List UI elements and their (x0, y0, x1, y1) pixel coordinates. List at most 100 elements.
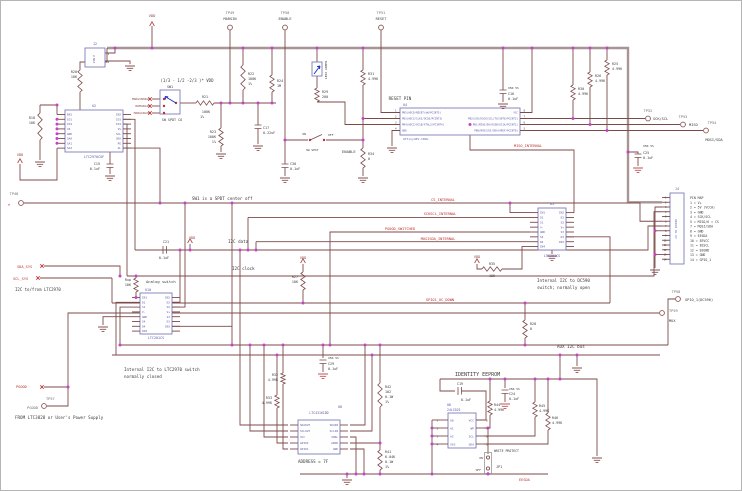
r35-ref: R35 (489, 262, 495, 266)
resistor-symbol (132, 277, 140, 293)
wire (350, 448, 365, 474)
sw1-ref: SW1 (167, 85, 173, 89)
r41-pw: 0.1W (385, 460, 394, 464)
tp54-ref: TP54 (708, 121, 717, 125)
ground-symbol (280, 177, 290, 184)
resistor-symbol (545, 412, 551, 431)
junction-dot (558, 377, 562, 381)
u10-pl8: IN4 (142, 329, 147, 333)
junction-dot (486, 472, 490, 476)
junction-dot (378, 472, 382, 476)
wire (127, 211, 662, 277)
u10-note1: Internal I2C to LTC2970 switch (124, 367, 200, 372)
net-x-icon (147, 103, 153, 109)
junction-dot (55, 122, 59, 126)
sw1-name: SW SPDT CO (162, 118, 182, 122)
ground-symbol (500, 403, 510, 410)
u10-pr6: D3 (167, 320, 171, 324)
test-point[interactable] (227, 24, 233, 31)
test-point[interactable] (703, 127, 709, 134)
u6-n4: 4 (436, 442, 438, 446)
sw1-spdt-switch[interactable] (159, 89, 181, 115)
j4-map-10: 10 = EEVCC (690, 239, 709, 243)
u5-pr1: IN2 (559, 211, 564, 215)
u10-pr1: IN2 (165, 296, 170, 300)
u8-pl4: GPIO2 (300, 441, 309, 445)
junction-dot (283, 138, 287, 142)
u5-pr2: D2 (561, 216, 565, 220)
signal-wires (19, 26, 703, 478)
wire (350, 355, 373, 432)
u6-pr3: SCL (469, 434, 475, 438)
r26-val: 4.99K (595, 79, 606, 83)
u10-pl5: GND (142, 315, 147, 319)
junction-dot (488, 377, 492, 381)
u8-pr3: XORL (331, 435, 338, 439)
u6-pr4: SDA (469, 442, 475, 446)
r24-val: 1M (277, 84, 281, 88)
u8-pr1: SDAIN (330, 423, 339, 427)
j4-map-12: 12 = EEGND (690, 248, 709, 252)
r18-val: 10K (29, 121, 36, 125)
u8-pr5: GND (333, 447, 338, 451)
u5-ref: U5 (550, 202, 554, 206)
junction-dot (378, 441, 382, 445)
test-point[interactable] (18, 200, 24, 206)
test-point[interactable] (282, 24, 288, 31)
j4-map-13: 13 = GND (690, 253, 705, 257)
wire (317, 101, 400, 125)
test-point[interactable] (41, 403, 47, 409)
junction-dot (66, 385, 70, 389)
j4-n6: 6 (665, 220, 667, 223)
c17-ref: C17 (263, 126, 269, 130)
component-j2[interactable] (84, 47, 106, 68)
r28-val: 0 (530, 327, 532, 331)
u4-n1: 1 (395, 108, 397, 112)
tp58-net: GPIO_1(DC590) (685, 298, 713, 302)
vdd-arrow-icon (17, 157, 23, 164)
component-u6[interactable] (440, 412, 484, 449)
junction-dot (246, 248, 250, 252)
component-u5[interactable] (530, 207, 574, 251)
resistor-symbol (360, 147, 366, 169)
tp49-net: MARGIN (224, 17, 237, 21)
u6-pl3: A2 (450, 434, 454, 438)
ground-symbol (387, 147, 397, 154)
wire (123, 147, 161, 203)
junction-dot (270, 101, 274, 105)
test-point[interactable] (378, 24, 384, 31)
test-point[interactable] (659, 310, 665, 316)
test-point[interactable] (680, 121, 686, 128)
vdd-top: VDD (149, 13, 157, 18)
sw2-spst-switch[interactable] (308, 134, 326, 142)
junction-dot (605, 129, 609, 132)
r20-val: 10K (71, 75, 78, 79)
component-u2[interactable] (57, 109, 131, 153)
test-point[interactable] (675, 296, 681, 302)
u2-pr2: IO3 (116, 117, 121, 121)
u2-pr8: AL (118, 146, 122, 150)
component-u4[interactable] (392, 107, 528, 136)
wp-note: WRITE PROTECT (494, 449, 519, 453)
resistor-symbol (359, 69, 367, 86)
vdd-arrow-icon (300, 257, 306, 264)
j4-n2: 2 (665, 201, 667, 204)
junction-dot (523, 343, 527, 347)
cs-chevrons: « (8, 203, 11, 208)
junction-dot (430, 426, 434, 430)
c29-val: 0.1uF (328, 367, 338, 371)
net-eesda: EESDA (519, 478, 531, 482)
u8-pl1: SDAOUT (300, 423, 310, 427)
component-j4[interactable] (662, 192, 685, 265)
resistor-symbol (300, 271, 306, 291)
test-point[interactable] (645, 115, 651, 122)
wire (350, 345, 366, 426)
component-u8[interactable] (290, 419, 348, 455)
component-u10[interactable] (132, 292, 180, 335)
jp1-jumper[interactable] (484, 452, 492, 474)
junction-dot (55, 117, 59, 121)
vin-bus (107, 46, 662, 204)
resistor-symbol (603, 59, 611, 76)
